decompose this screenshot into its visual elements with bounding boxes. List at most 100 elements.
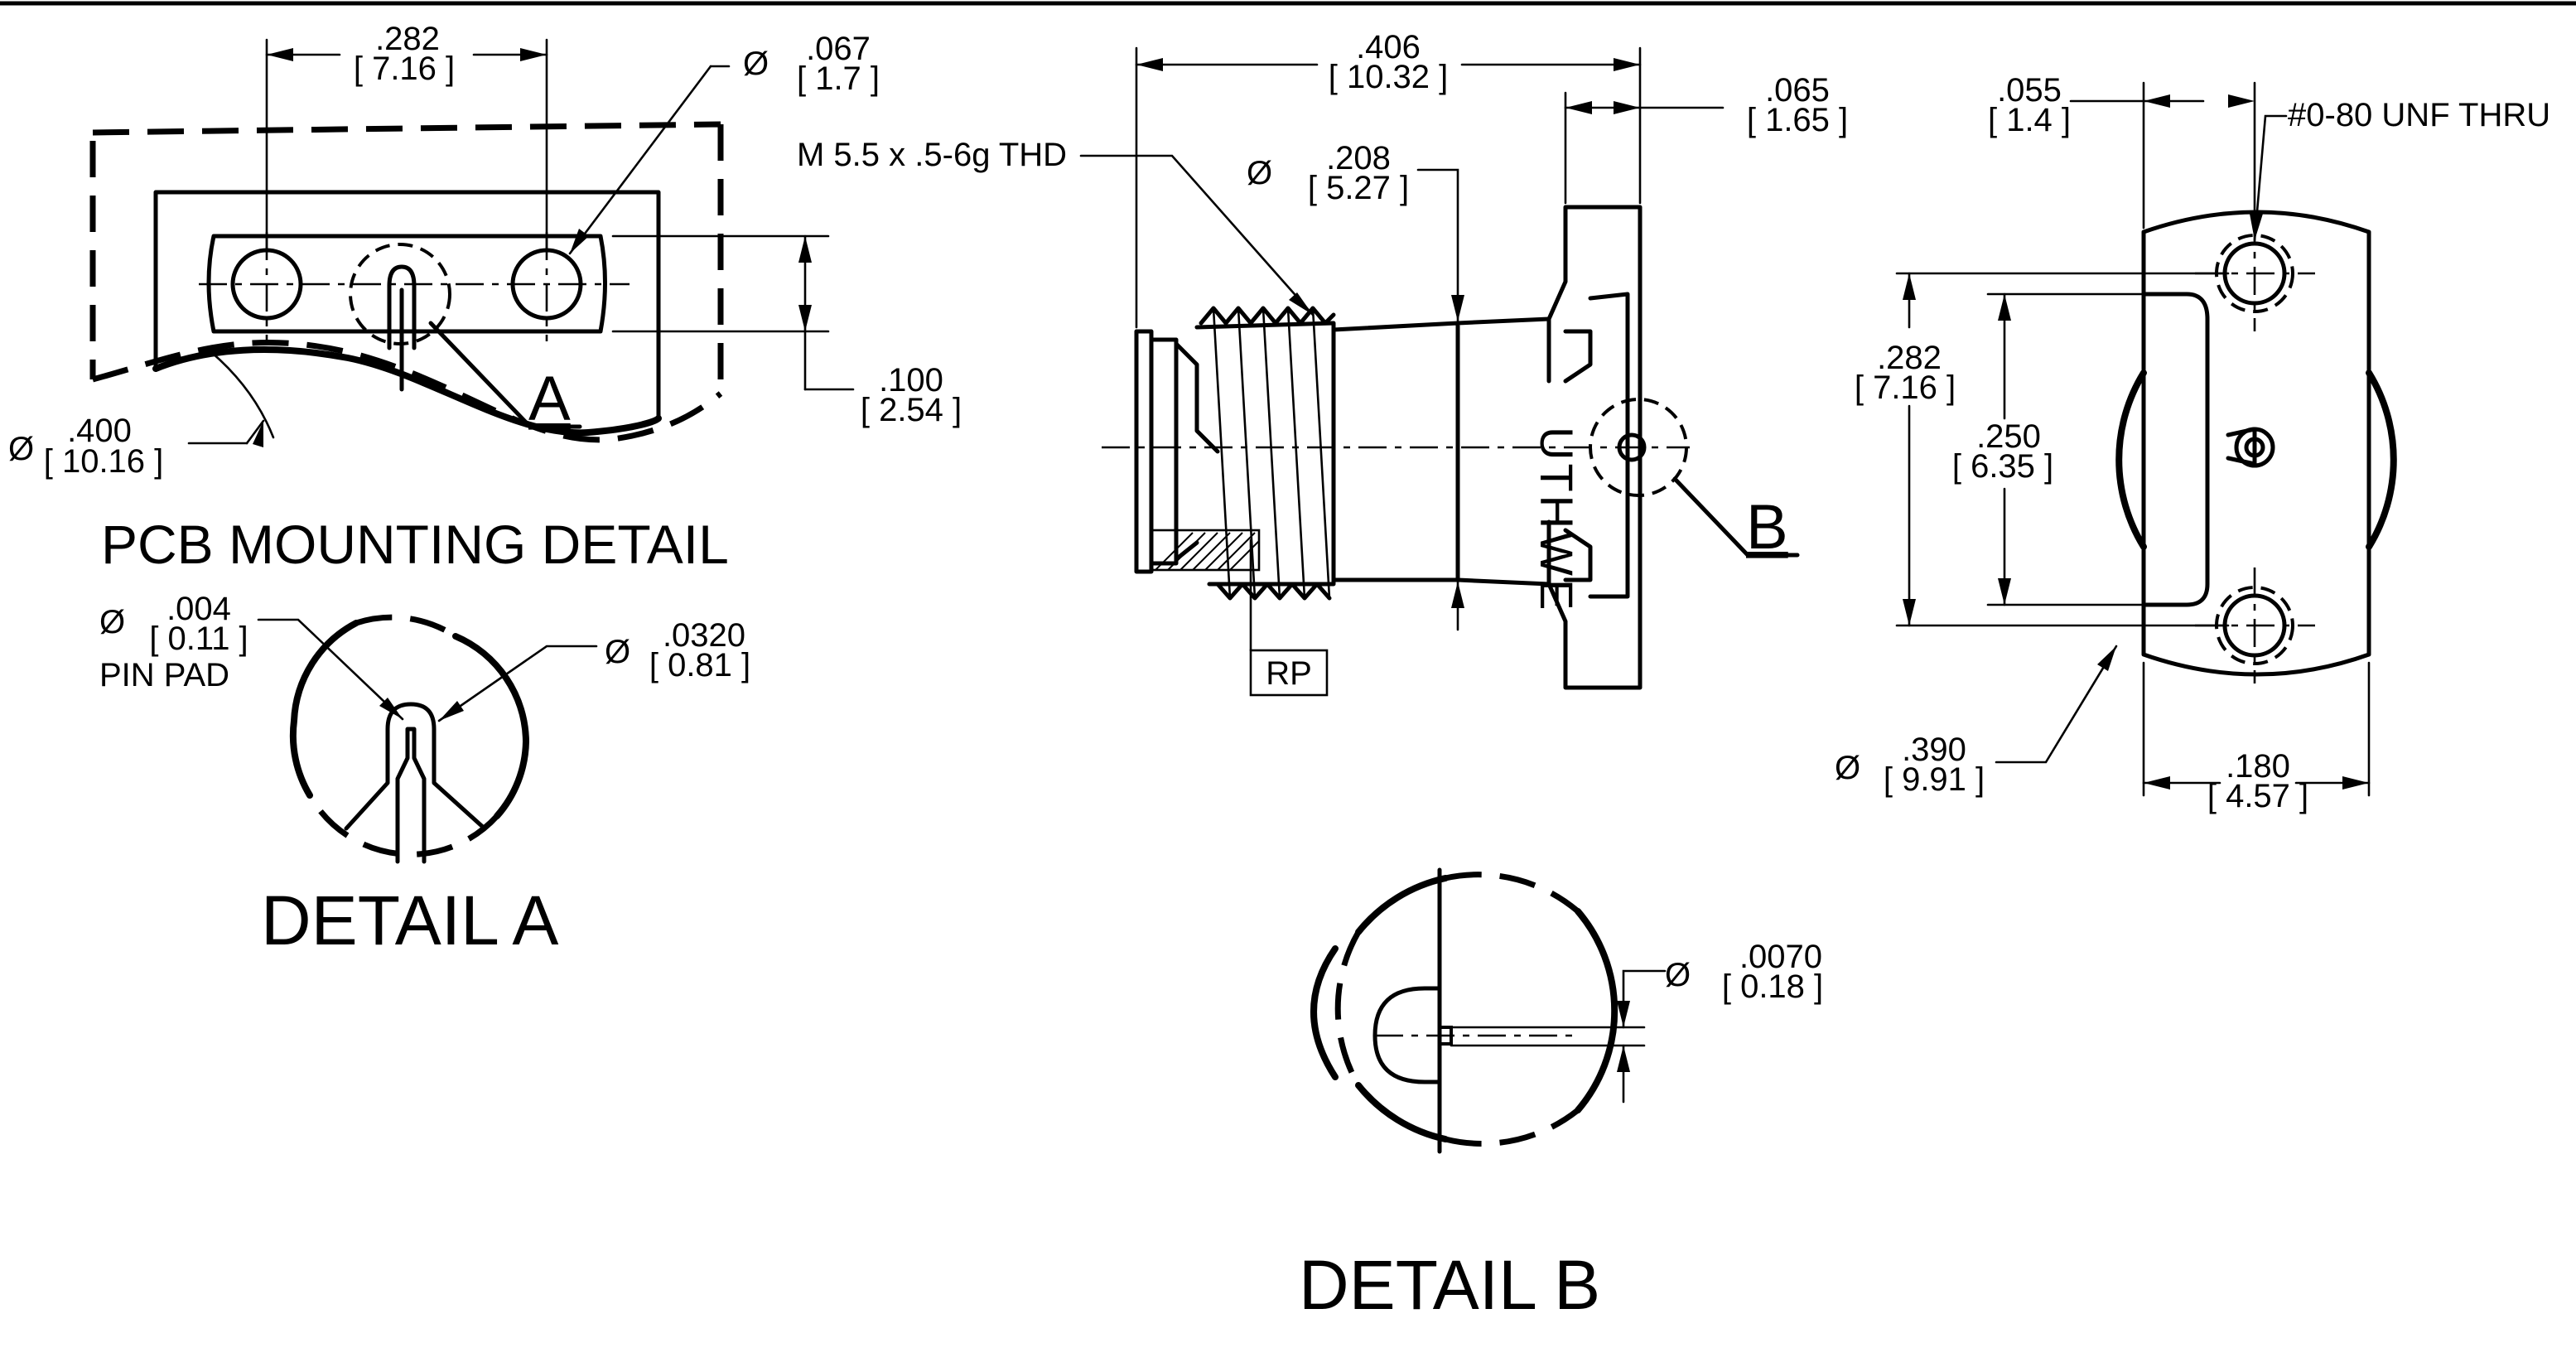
arrowhead (1903, 599, 1916, 625)
end-screw-note: #0-80 UNF THRU (2288, 97, 2550, 133)
end-spacing-mm: [ 7.16 ] (1855, 369, 1956, 406)
side-thread-body (1194, 321, 1336, 587)
pcb-outer-mm: [ 10.16 ] (44, 443, 164, 480)
detail-a-hole-symbol: Ø (605, 634, 630, 670)
detail-b-circle-solid (1355, 875, 1618, 1142)
side-rp-box (1249, 649, 1329, 697)
end-inner-rect (2143, 292, 2210, 607)
end-screw-leader (2253, 114, 2288, 242)
pcb-outer-symbol: Ø (8, 431, 34, 467)
detail-a-circle-solid (289, 620, 529, 819)
arrowhead (520, 48, 547, 61)
detail-a-circle-dashed (306, 614, 499, 857)
arrowhead (2228, 94, 2255, 108)
detail-a-pin-note: PIN PAD (99, 657, 229, 693)
detail-b-callout-circle (1589, 398, 1688, 497)
detail-a-slot (344, 702, 487, 831)
side-body-mm: [ 5.27 ] (1308, 170, 1409, 206)
detail-b-left-arc (1310, 945, 1339, 1080)
arrowhead (1614, 58, 1640, 71)
detail-a-pin-inch: .004 (166, 591, 231, 627)
end-width-inch: .180 (2226, 748, 2290, 785)
side-flange-mm: [ 1.65 ] (1747, 102, 1848, 138)
end-inner-mm: [ 6.35 ] (1952, 448, 2053, 485)
arrowhead (1617, 1046, 1630, 1072)
side-thread-lines (1212, 307, 1331, 600)
side-body-leader (1416, 168, 1459, 323)
side-body-inch: .208 (1326, 140, 1391, 176)
side-thread-note: M 5.5 x .5-6g THD (797, 137, 1067, 173)
detail-b-leader (1622, 969, 1667, 1029)
side-length-inch: .406 (1356, 29, 1421, 65)
side-flange-inner (1563, 329, 1593, 582)
pcb-spacing-mm: [ 7.16 ] (354, 51, 455, 87)
pcb-mounting-title: PCB MOUNTING DETAIL (101, 514, 729, 575)
end-back-circle-right (2366, 369, 2397, 550)
pcb-edge-curve (152, 346, 662, 437)
side-body-symbol: Ø (1247, 155, 1272, 191)
detail-a-leader (437, 645, 598, 722)
arrowhead (2342, 776, 2369, 790)
arrowhead (1565, 101, 1592, 114)
end-dia-leader (1995, 645, 2118, 764)
detail-a-leader (428, 321, 582, 429)
end-pin-inner (2244, 437, 2265, 458)
arrowhead (2250, 214, 2263, 240)
end-spacing-inch: .282 (1877, 340, 1942, 376)
pcb-board-outline (89, 121, 724, 443)
detail-b-title: DETAIL B (1299, 1246, 1600, 1324)
arrowhead (1903, 273, 1916, 300)
arrowhead (570, 229, 589, 254)
pcb-pin-slot (387, 264, 417, 350)
arrowhead (798, 305, 812, 331)
arrowhead (2097, 646, 2116, 671)
arrowhead (439, 701, 464, 721)
side-front-nose (1134, 329, 1179, 574)
detail-a-leader (257, 618, 404, 721)
end-pin-outer (2234, 427, 2275, 468)
side-main-body (1331, 316, 1551, 587)
pcb-spacing-inch: .282 (375, 21, 440, 57)
detail-a-pin (395, 727, 427, 864)
detail-b-pin-symbol: Ø (1665, 957, 1691, 993)
arrowhead (2144, 94, 2170, 108)
pcb-leader (568, 65, 712, 255)
connector-end-view: .055 [ 1.4 ] #0-80 UNF THRU .282 [ 7.16 … (1835, 72, 2550, 814)
side-flange-face (1588, 292, 1630, 599)
arrowhead (267, 48, 293, 61)
detail-b-view: Ø .0070 [ 0.18 ] DETAIL B (1299, 867, 1823, 1324)
pcb-hole-mm: [ 1.7 ] (797, 60, 880, 97)
end-offset-mm: [ 1.4 ] (1988, 102, 2071, 138)
arrowhead (1289, 292, 1313, 315)
detail-a-view: Ø .004 [ 0.11 ] PIN PAD Ø .0320 [ 0.81 ]… (99, 591, 750, 959)
connector-side-view: UTHWE B .406 [ 10.32 ] .065 [ 1.65 ] M 5… (797, 29, 1848, 697)
side-rp-label: RP (1266, 655, 1312, 692)
side-thread-leader (1079, 154, 1315, 316)
side-taper (1174, 341, 1220, 562)
side-pin-hole (1617, 432, 1647, 462)
pcb-mounting-strip (206, 234, 607, 334)
detail-a-hole-mm: [ 0.81 ] (649, 647, 750, 683)
pcb-inner-outline (153, 190, 661, 421)
pcb-mounting-view: A .282 [ 7.16 ] Ø .067 [ 1.7 ] .100 [ 2.… (8, 21, 962, 575)
arrowhead (1998, 578, 2011, 605)
detail-b-callout-letter: B (1746, 492, 1788, 563)
detail-a-pin-symbol: Ø (99, 604, 125, 640)
end-width-mm: [ 4.57 ] (2207, 778, 2308, 814)
side-thread-teeth-top (1199, 306, 1336, 326)
pcb-height-mm: [ 2.54 ] (861, 392, 962, 428)
arrowhead (1451, 582, 1464, 608)
arrowhead (798, 236, 812, 263)
detail-a-pin-mm: [ 0.11 ] (149, 621, 248, 657)
side-thread-teeth-bottom (1215, 582, 1332, 601)
detail-a-callout-letter: A (528, 364, 571, 434)
pcb-hole-inch: .067 (806, 31, 871, 67)
arrowhead (1998, 294, 2011, 321)
side-flange-inch: .065 (1765, 72, 1830, 109)
detail-a-title: DETAIL A (261, 881, 558, 959)
side-length-mm: [ 10.32 ] (1329, 59, 1449, 95)
arrowhead (253, 421, 263, 447)
side-brand-text: UTHWE (1531, 427, 1583, 613)
end-back-circle-left (2115, 369, 2147, 550)
